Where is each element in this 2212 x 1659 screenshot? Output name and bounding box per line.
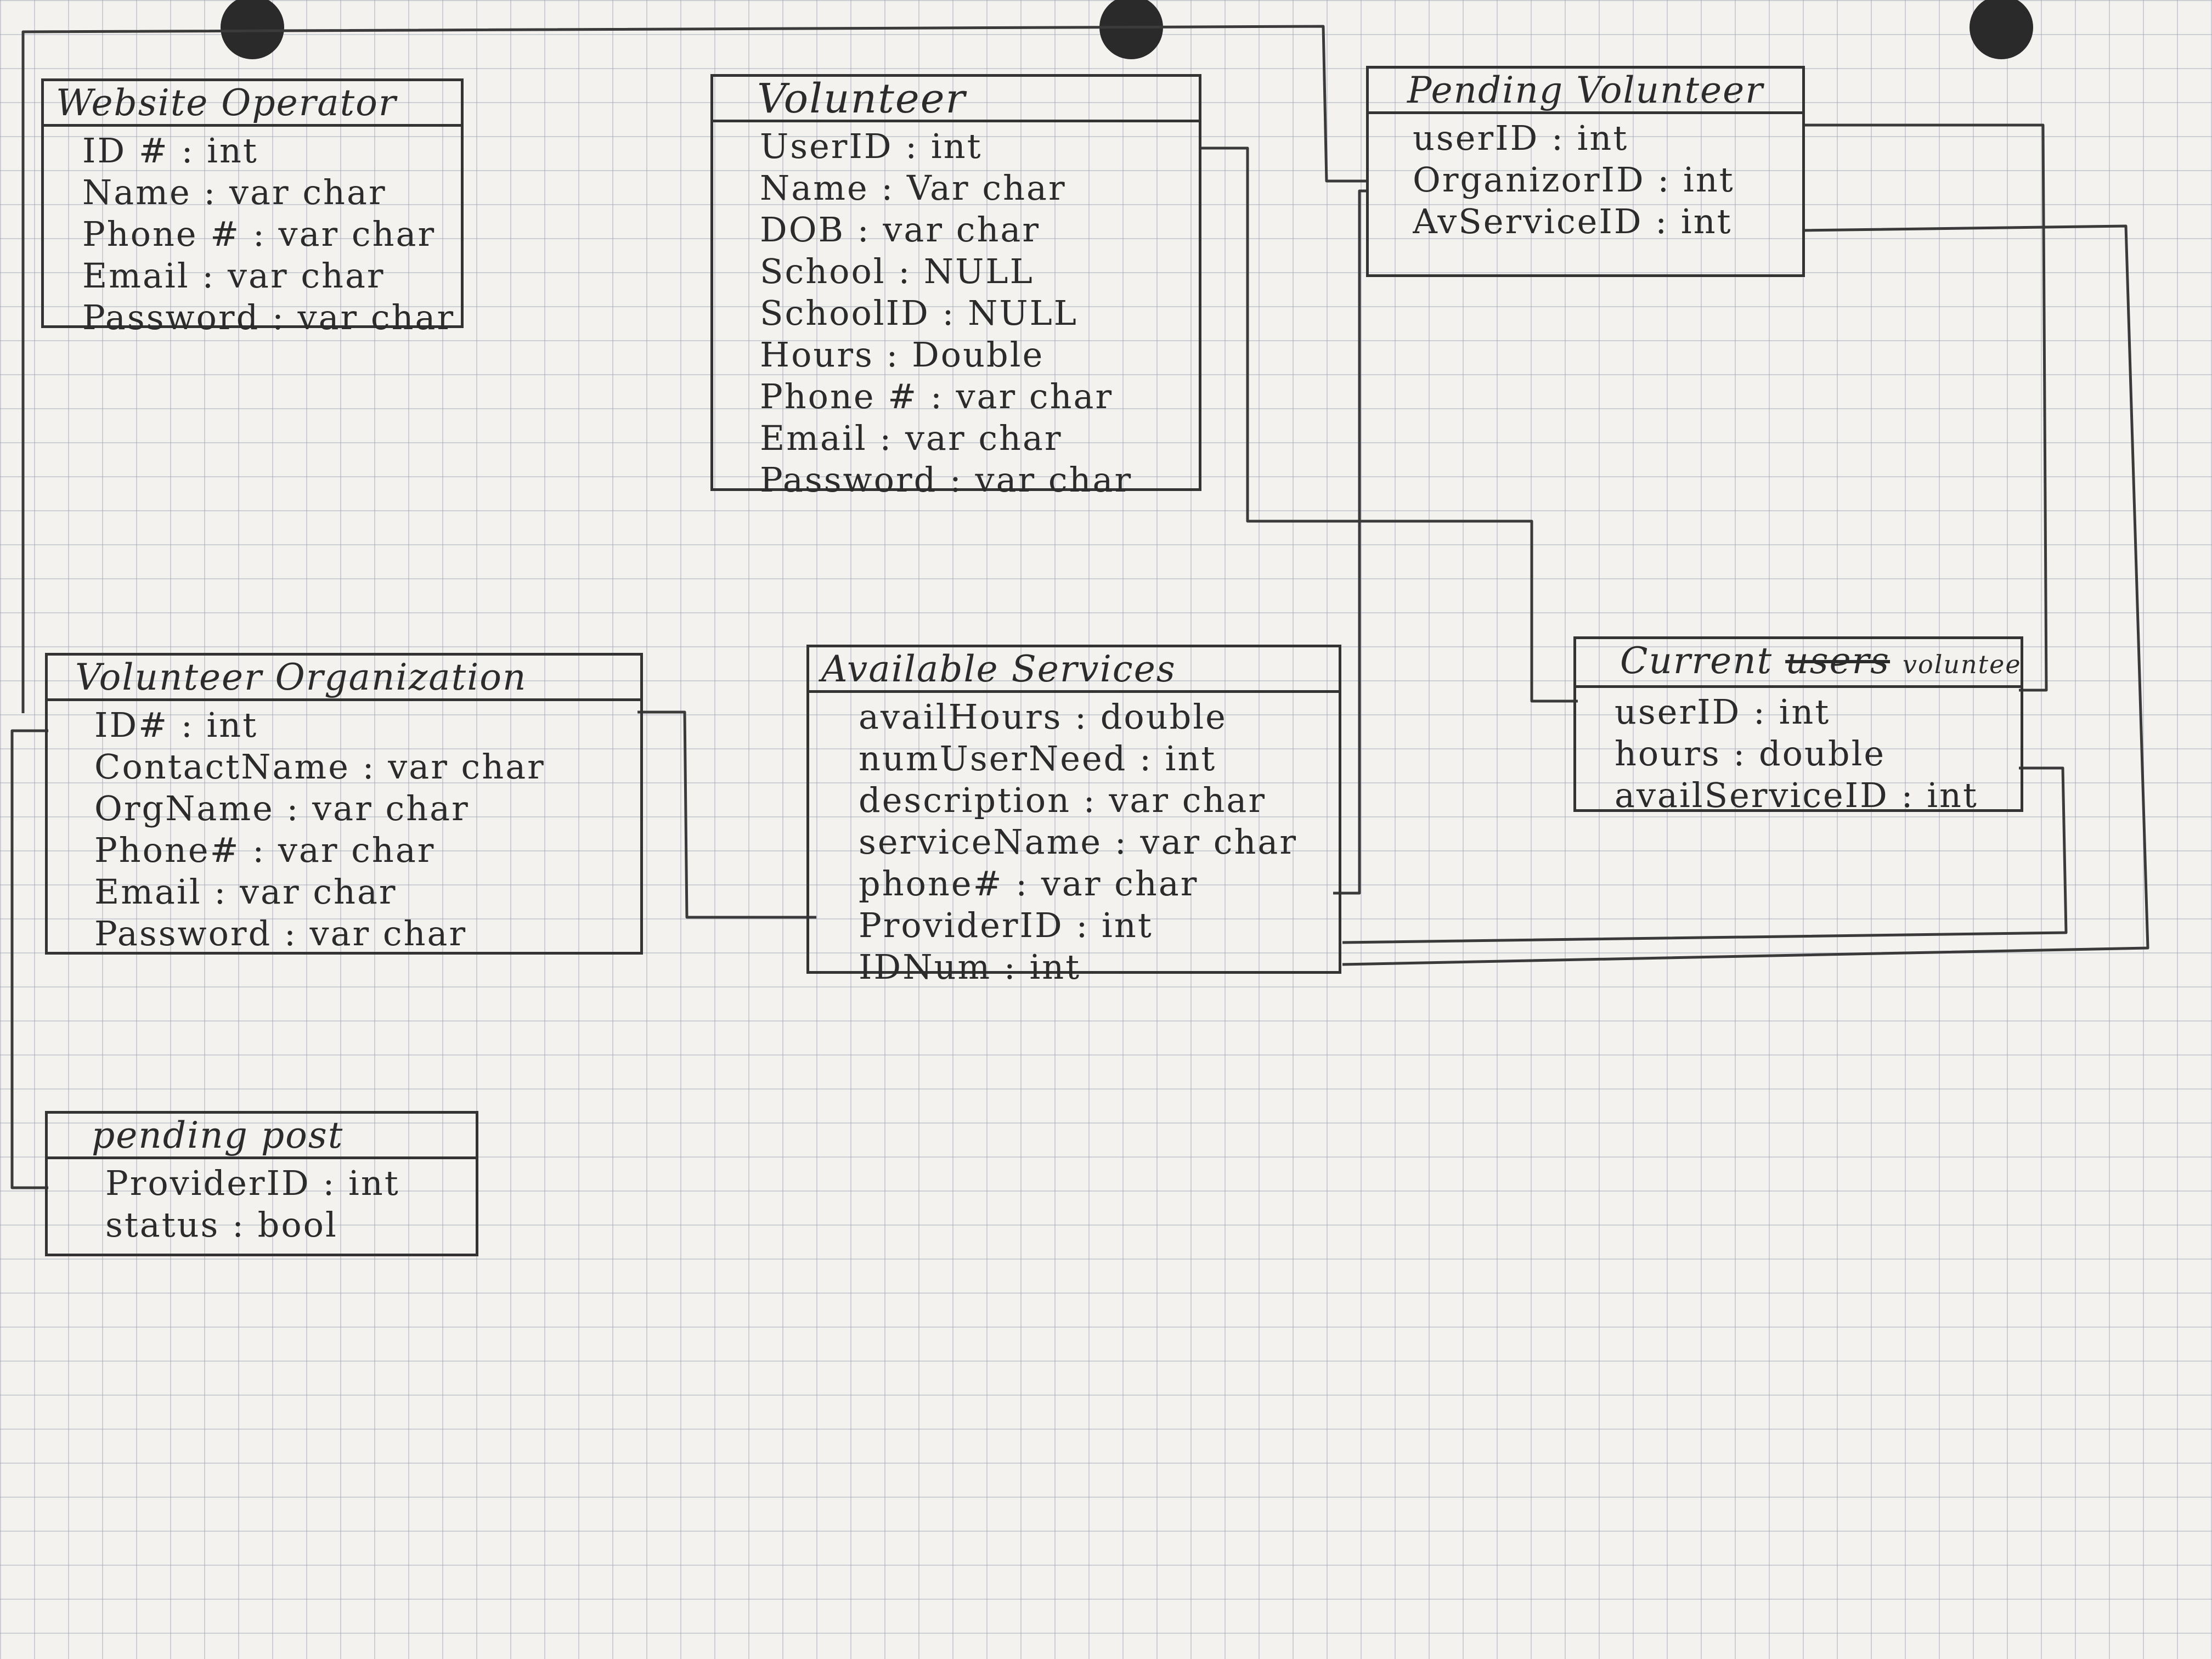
punch-hole-center [1099, 0, 1163, 59]
connector-pending-volunteer-to-available-services [1342, 224, 2149, 966]
attribute-row: AvServiceID : int [1413, 201, 1733, 241]
attribute-row: Email : var char [760, 418, 1063, 458]
attribute-row: description : var char [859, 780, 1266, 820]
connector-volunteer-to-current-volunteers [1201, 146, 1578, 703]
attribute-row: serviceName : var char [859, 822, 1298, 862]
entity-available-services[interactable]: Available Services availHours : double n… [806, 645, 1341, 987]
entity-website-operator[interactable]: Website Operator ID # : int Name : var c… [41, 78, 464, 337]
title-current: Current [1620, 640, 1773, 682]
entity-title: Pending Volunteer [1369, 69, 1802, 114]
title-added-word: volunteers [1903, 650, 2021, 679]
attribute-row: Hours : Double [760, 335, 1045, 375]
attribute-row: ProviderID : int [859, 905, 1153, 945]
attribute-row: OrganizorID : int [1413, 160, 1735, 200]
connector-pending-volunteer-to-current-volunteers [1804, 123, 2048, 692]
attribute-row: userID : int [1615, 692, 1831, 732]
connector-operator-to-pending-volunteer [21, 25, 1366, 713]
attribute-row: status : bool [105, 1205, 338, 1245]
attribute-row: IDNum : int [859, 947, 1081, 987]
attribute-row: Email : var char [82, 256, 385, 296]
entity-current-volunteers[interactable]: Current users volunteers userID : int ho… [1573, 636, 2023, 815]
attribute-row: hours : double [1615, 733, 1886, 774]
attribute-row: Name : var char [82, 172, 387, 212]
attribute-row: Email : var char [94, 872, 397, 912]
connector-available-services-to-pending-volunteer [1333, 189, 1366, 895]
attribute-row: phone# : var char [859, 864, 1199, 904]
connector-current-volunteers-to-available-services [1342, 766, 2068, 944]
title-struck-word: users [1785, 640, 1891, 682]
attribute-row: Password : var char [82, 297, 455, 337]
attribute-row: numUserNeed : int [859, 738, 1217, 778]
entity-title: Current users volunteers [1576, 639, 2021, 688]
attribute-row: userID : int [1413, 118, 1629, 158]
attribute-row: ContactName : var char [94, 747, 545, 787]
entity-title: Website Operator [44, 81, 461, 127]
entity-title: Available Services [809, 647, 1339, 693]
connector-organization-to-pending-post [10, 729, 48, 1189]
entity-volunteer[interactable]: Volunteer UserID : int Name : Var char D… [710, 74, 1201, 500]
entity-pending-volunteer[interactable]: Pending Volunteer userID : int Organizor… [1366, 66, 1805, 277]
attribute-row: availHours : double [859, 697, 1227, 737]
entity-pending-post[interactable]: pending post ProviderID : int status : b… [45, 1111, 478, 1256]
entity-title: Volunteer [713, 77, 1199, 122]
attribute-row: UserID : int [760, 126, 983, 166]
connector-organization-to-available-services [637, 710, 816, 919]
attribute-row: Phone# : var char [94, 830, 436, 870]
attribute-row: Name : Var char [760, 168, 1066, 208]
entity-title: Volunteer Organization [48, 656, 640, 701]
attribute-row: ProviderID : int [105, 1163, 400, 1203]
attribute-row: DOB : var char [760, 210, 1040, 250]
attribute-row: OrgName : var char [94, 788, 470, 828]
attribute-row: Phone # : var char [82, 214, 436, 254]
attribute-row: Password : var char [760, 460, 1133, 500]
attribute-row: availServiceID : int [1615, 775, 1978, 815]
entity-volunteer-organization[interactable]: Volunteer Organization ID# : int Contact… [45, 653, 643, 955]
punch-hole-right [1970, 0, 2033, 59]
attribute-row: School : NULL [760, 251, 1034, 291]
attribute-row: Password : var char [94, 913, 467, 953]
entity-title: pending post [48, 1114, 476, 1159]
attribute-row: ID # : int [82, 131, 258, 171]
attribute-row: Phone # : var char [760, 376, 1114, 416]
attribute-row: ID# : int [94, 705, 258, 745]
attribute-row: SchoolID : NULL [760, 293, 1078, 333]
